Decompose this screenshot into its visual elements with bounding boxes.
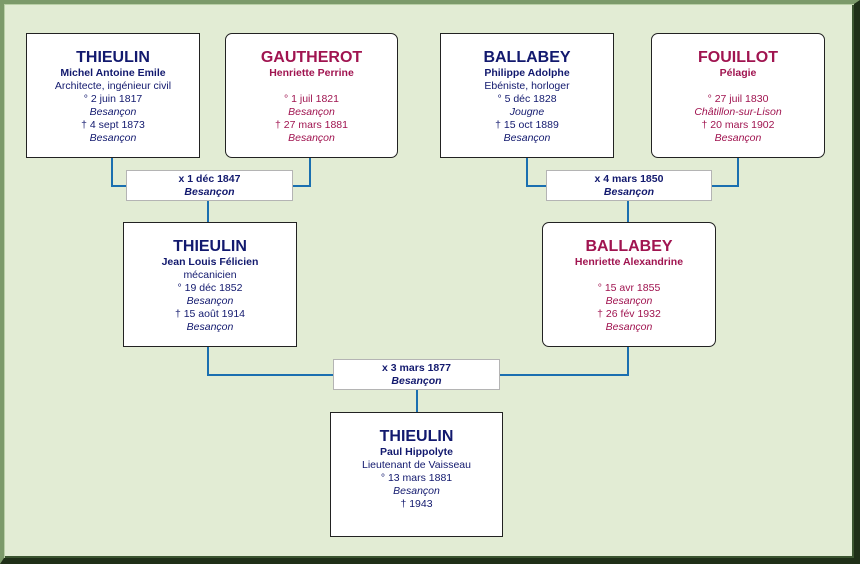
occupation: Ebéniste, horloger: [484, 80, 570, 92]
death-place: Besançon: [89, 132, 137, 144]
marriage-place: Besançon: [603, 186, 655, 198]
given-names: Henriette Alexandrine: [574, 256, 684, 268]
marriage-date: x 3 mars 1877: [382, 362, 451, 374]
death-date: † 20 mars 1902: [701, 119, 775, 131]
death-place: Besançon: [288, 132, 335, 144]
surname: THIEULIN: [173, 238, 247, 255]
connector-line: [309, 157, 311, 187]
given-names: Philippe Adolphe: [484, 67, 570, 79]
connector-line: [526, 157, 528, 187]
connector-line: [416, 389, 418, 413]
occupation: mécanicien: [183, 269, 237, 281]
given-names: Pélagie: [719, 67, 757, 79]
birth-place: Besançon: [186, 295, 234, 307]
birth-date: ° 1 juil 1821: [284, 93, 339, 105]
person-card-thieulin-michel[interactable]: THIEULIN Michel Antoine Emile Architecte…: [26, 33, 200, 158]
death-place: Besançon: [605, 321, 653, 333]
death-date: † 15 oct 1889: [495, 119, 559, 131]
birth-place: Besançon: [393, 485, 440, 497]
marriage-place: Besançon: [391, 375, 442, 387]
surname: THIEULIN: [76, 49, 150, 66]
person-card-thieulin-paul[interactable]: THIEULIN Paul Hippolyte Lieutenant de Va…: [330, 412, 503, 537]
death-date: † 27 mars 1881: [275, 119, 348, 131]
birth-place: Besançon: [89, 106, 137, 118]
marriage-date: x 4 mars 1850: [594, 173, 664, 185]
person-card-thieulin-jean[interactable]: THIEULIN Jean Louis Félicien mécanicien …: [123, 222, 297, 347]
connector-line: [711, 185, 739, 187]
birth-date: ° 5 déc 1828: [497, 93, 557, 105]
given-names: Jean Louis Félicien: [161, 256, 259, 268]
marriage-place: Besançon: [184, 186, 235, 198]
surname: BALLABEY: [483, 49, 571, 66]
birth-date: ° 27 juil 1830: [707, 93, 769, 105]
connector-line: [627, 346, 629, 376]
surname: GAUTHEROT: [260, 49, 363, 66]
connector-line: [207, 346, 209, 376]
given-names: Michel Antoine Emile: [60, 67, 166, 79]
birth-place: Jougne: [509, 106, 545, 118]
birth-date: ° 13 mars 1881: [380, 472, 453, 484]
occupation: Lieutenant de Vaisseau: [362, 459, 471, 471]
person-card-ballabey-philippe[interactable]: BALLABEY Philippe Adolphe Ebéniste, horl…: [440, 33, 614, 158]
person-card-fouillot-pelagie[interactable]: FOUILLOT Pélagie ° 27 juil 1830 Châtillo…: [651, 33, 825, 158]
person-card-ballabey-henriette[interactable]: BALLABEY Henriette Alexandrine ° 15 avr …: [542, 222, 716, 347]
given-names: Henriette Perrine: [269, 67, 354, 79]
surname: THIEULIN: [379, 428, 454, 445]
birth-date: ° 19 déc 1852: [177, 282, 243, 294]
death-place: Besançon: [714, 132, 762, 144]
surname: FOUILLOT: [698, 49, 778, 66]
occupation: Architecte, ingénieur civil: [54, 80, 172, 92]
marriage-label-1850: x 4 mars 1850 Besançon: [546, 170, 712, 201]
given-names: Paul Hippolyte: [380, 446, 453, 458]
death-place: Besançon: [186, 321, 234, 333]
death-place: Besançon: [503, 132, 551, 144]
connector-line: [207, 374, 334, 376]
connector-line: [737, 157, 739, 187]
death-date: † 15 août 1914: [174, 308, 246, 320]
connector-line: [111, 157, 113, 187]
marriage-date: x 1 déc 1847: [178, 173, 241, 185]
birth-place: Besançon: [288, 106, 335, 118]
death-date: † 4 sept 1873: [81, 119, 145, 131]
connector-line: [207, 200, 209, 223]
connector-line: [499, 374, 629, 376]
connector-line: [627, 200, 629, 223]
birth-place: Châtillon-sur-Lison: [694, 106, 782, 118]
death-date: † 26 fév 1932: [597, 308, 661, 320]
death-date: † 1943: [400, 498, 433, 510]
connector-line: [526, 185, 547, 187]
connector-line: [111, 185, 127, 187]
connector-line: [292, 185, 311, 187]
birth-date: ° 15 avr 1855: [597, 282, 661, 294]
person-card-gautherot-henriette[interactable]: GAUTHEROT Henriette Perrine ° 1 juil 182…: [225, 33, 398, 158]
marriage-label-1847: x 1 déc 1847 Besançon: [126, 170, 293, 201]
birth-date: ° 2 juin 1817: [83, 93, 143, 105]
marriage-label-1877: x 3 mars 1877 Besançon: [333, 359, 500, 390]
birth-place: Besançon: [605, 295, 653, 307]
surname: BALLABEY: [585, 238, 673, 255]
